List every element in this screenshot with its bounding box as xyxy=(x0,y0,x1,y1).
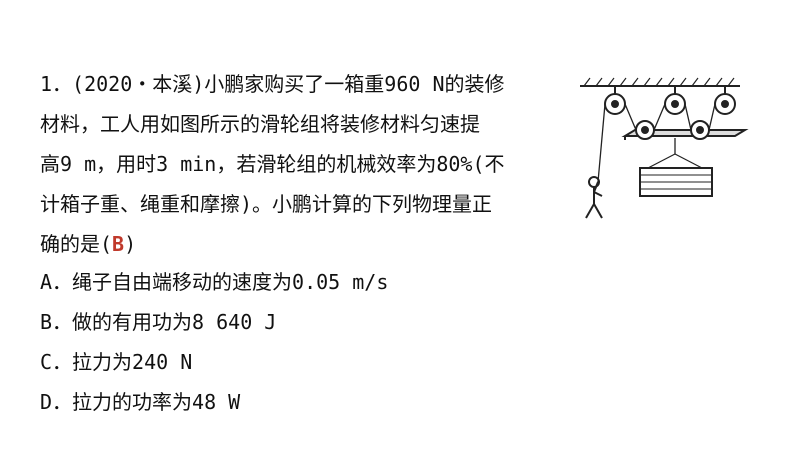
question-line: 高9 m，用时3 min，若滑轮组的机械效率为80%(不 xyxy=(40,152,505,176)
pulley-axle xyxy=(671,100,679,108)
option-d: D．拉力的功率为48 W xyxy=(40,382,760,422)
question-stem: 1．(2020・本溪)小鹏家购买了一箱重960 N的装修 材料，工人用如图所示的… xyxy=(40,64,560,264)
box-lines xyxy=(640,174,712,190)
question-last-line: 确的是(B) xyxy=(40,224,560,264)
pulley-diagram xyxy=(580,77,749,219)
option-text: 拉力的功率为48 W xyxy=(72,390,241,414)
option-c: C．拉力为240 N xyxy=(40,342,760,382)
question-close-paren: ) xyxy=(124,232,137,256)
question-line: 材料，工人用如图所示的滑轮组将装修材料匀速提 xyxy=(40,112,480,136)
load-slings xyxy=(647,153,703,169)
ceiling-hatching xyxy=(583,77,735,87)
question-line: 计箱子重、绳重和摩擦)。小鹏计算的下列物理量正 xyxy=(40,192,493,216)
answer-options: A．绳子自由端移动的速度为0.05 m/s B．做的有用功为8 640 J C．… xyxy=(40,262,760,422)
option-text: 拉力为240 N xyxy=(72,350,193,374)
pulley-axle xyxy=(721,100,729,108)
option-b: B．做的有用功为8 640 J xyxy=(40,302,760,342)
question-line: 1．(2020・本溪)小鹏家购买了一箱重960 N的装修 xyxy=(40,72,505,96)
option-text: 绳子自由端移动的速度为0.05 m/s xyxy=(72,270,389,294)
pulley-axle xyxy=(696,126,704,134)
pulley-axle xyxy=(611,100,619,108)
answer-key: B xyxy=(112,232,125,256)
option-letter: A． xyxy=(40,270,73,294)
rope xyxy=(597,103,716,183)
option-text: 做的有用功为8 640 J xyxy=(72,310,277,334)
question-prompt: 确的是( xyxy=(40,232,113,256)
option-letter: B． xyxy=(40,310,73,334)
option-letter: C． xyxy=(40,350,73,374)
pulley-axle xyxy=(641,126,649,134)
option-a: A．绳子自由端移动的速度为0.05 m/s xyxy=(40,262,760,302)
worker-figure xyxy=(585,176,603,219)
option-letter: D． xyxy=(40,390,73,414)
